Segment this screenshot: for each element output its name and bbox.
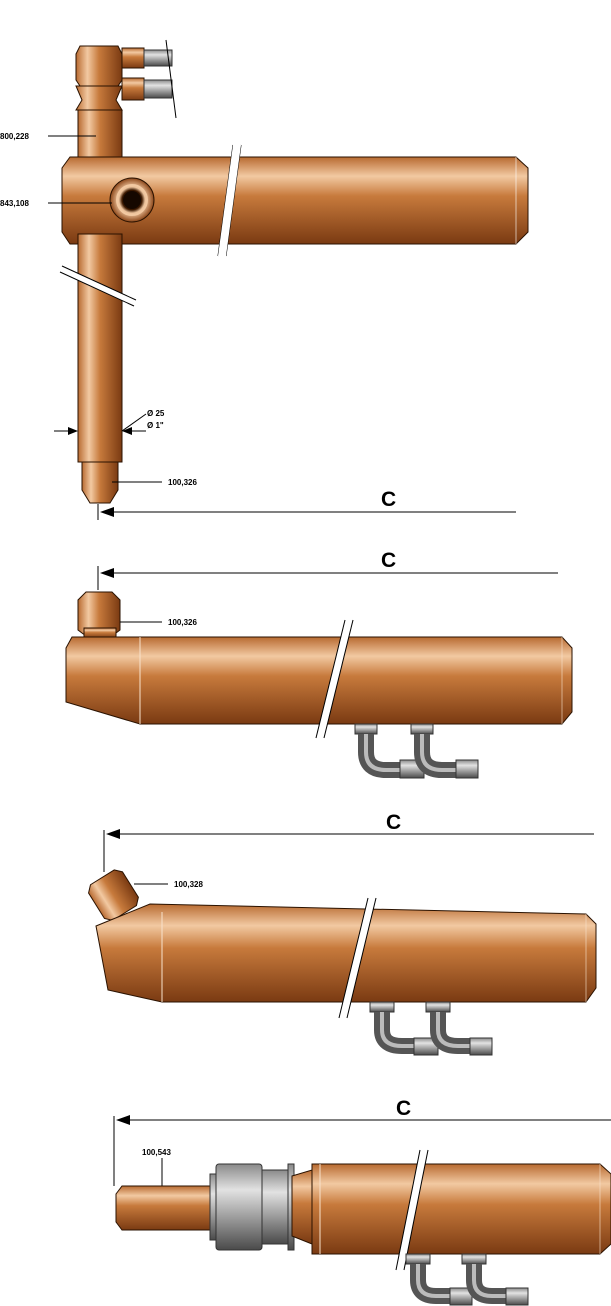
body-break-mark [395, 1149, 429, 1271]
diameter-in-label: Ø 1" [147, 421, 164, 430]
part-label-843108: 843,108 [0, 199, 29, 208]
tube-break-mark [59, 265, 137, 307]
top-nut [75, 45, 123, 87]
part-label-800228: 800,228 [0, 132, 29, 141]
dimension-label-c-fig1: C [381, 488, 396, 511]
figure-2: C 100,326 [65, 549, 573, 779]
cooling-hoses [369, 1001, 493, 1056]
dimension-c-fig4: C [113, 1097, 611, 1186]
part-label-tip-fig2: 100,326 [168, 618, 197, 627]
part-label-tip-fig4: 100,543 [142, 1148, 171, 1157]
dimension-label-c-fig2: C [381, 549, 396, 572]
dimension-c-fig2: C [97, 549, 558, 590]
figure-4: C 100,543 [113, 1097, 611, 1306]
figure-3: C 100,328 [88, 811, 597, 1056]
electrode-tip [115, 1185, 215, 1231]
quick-coupling [209, 1163, 295, 1251]
top-neck [75, 85, 123, 111]
part-label-tip-fig1: 100,326 [168, 478, 197, 487]
diameter-mm-label: Ø 25 [147, 409, 165, 418]
vertical-lower-tube [77, 233, 123, 463]
tip-cap [88, 869, 139, 921]
dimension-label-c-fig3: C [386, 811, 401, 834]
electrode-body [311, 1163, 611, 1255]
arm-break-mark [217, 144, 242, 257]
part-label-tip-fig3: 100,328 [174, 880, 203, 889]
cooling-hoses [405, 1253, 529, 1306]
electrode-body [65, 636, 573, 725]
diameter-dimension: Ø 25 Ø 1" [54, 409, 165, 435]
figure-1: Ø 25 Ø 1" 800,228 843,108 100,326 C [0, 39, 529, 520]
water-port [109, 177, 155, 223]
dimension-label-c-fig4: C [396, 1097, 411, 1120]
body-break-mark [315, 619, 354, 739]
cooling-hoses [354, 723, 479, 779]
electrode-body [95, 903, 597, 1003]
dimension-c-fig1: C [97, 488, 516, 520]
body-break-mark [338, 897, 377, 1019]
tip-cap [81, 461, 119, 504]
top-hose-connectors [121, 39, 177, 119]
dimension-c-fig3: C [103, 811, 594, 872]
